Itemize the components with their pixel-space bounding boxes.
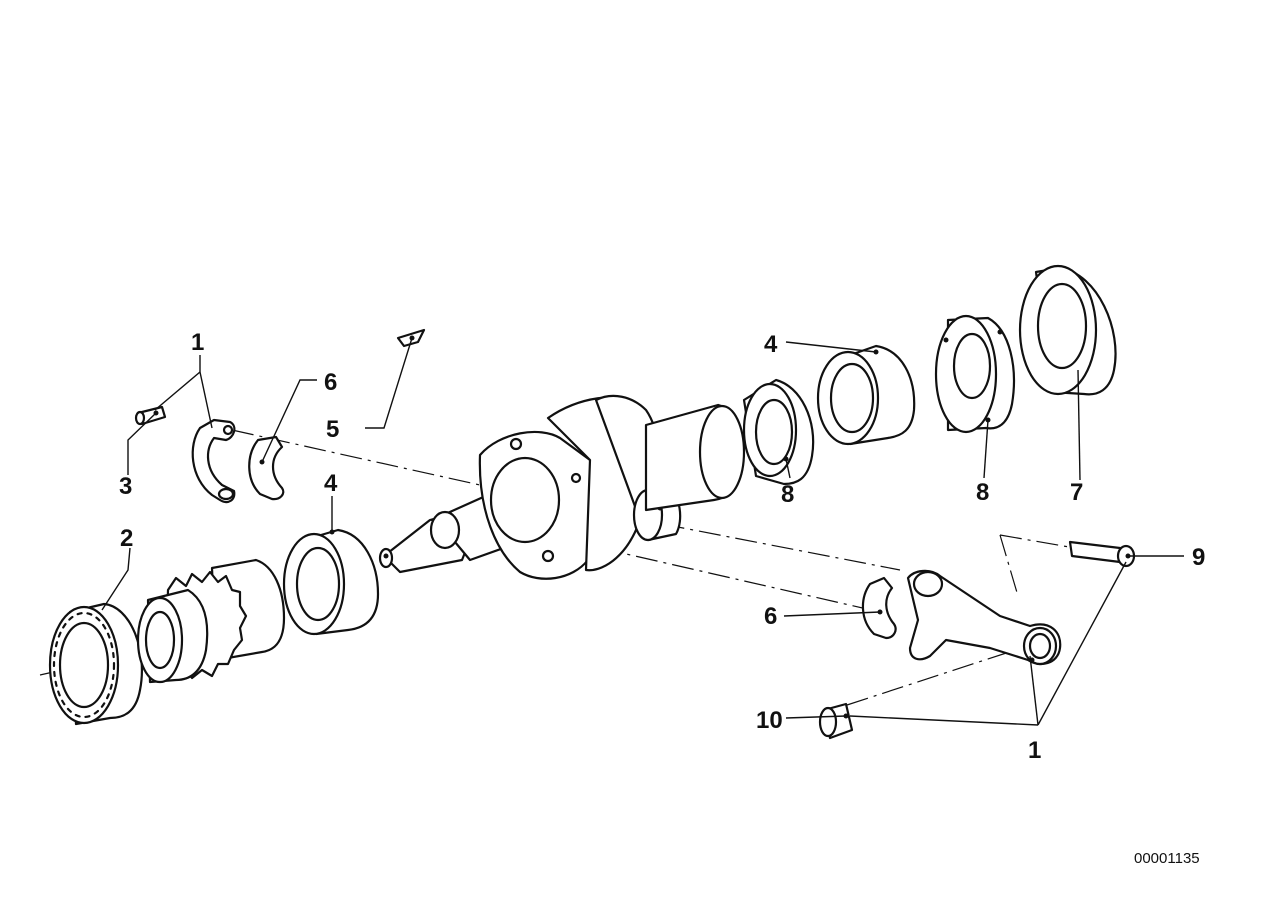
- callout-2: 2: [120, 525, 133, 552]
- callout-9: 9: [1192, 544, 1205, 571]
- callout-8-right: 8: [976, 479, 989, 506]
- part-1-connecting-rod: [906, 569, 1062, 666]
- part-10-nut: [818, 702, 854, 740]
- part-1-bearing-cap: [191, 418, 236, 504]
- part-7-shaft-seal: [1018, 264, 1117, 396]
- callout-1-lower: 1: [1028, 737, 1041, 764]
- callout-6-lower: 6: [764, 603, 777, 630]
- part-2-ball-bearing: [48, 602, 143, 726]
- callout-10: 10: [756, 707, 783, 734]
- callout-4-right: 4: [764, 331, 778, 358]
- leader-lines: [101, 337, 1184, 726]
- callout-7: 7: [1070, 479, 1083, 506]
- part-4-main-bearing-left: [282, 528, 380, 636]
- callout-6-upper: 6: [324, 369, 337, 396]
- part-8-thrust-washer-left: [742, 378, 815, 486]
- part-6-bearing-shell-lower: [861, 576, 897, 640]
- timing-sprocket: [136, 558, 286, 684]
- callout-3: 3: [119, 473, 132, 500]
- part-3-dowel-pin: [134, 405, 167, 426]
- callout-4-left: 4: [324, 470, 338, 497]
- part-5-woodruff-key: [396, 328, 426, 348]
- callout-1-upper: 1: [191, 329, 204, 356]
- crankshaft: [378, 394, 746, 580]
- callout-5: 5: [326, 416, 339, 443]
- part-6-bearing-shell-upper: [248, 435, 285, 501]
- callout-8-left: 8: [781, 481, 794, 508]
- callout-labels: 1 1 2 3 4 4 5 6 6 7 8 8 9 10 00001135: [119, 329, 1205, 867]
- part-4-main-bearing-right: [816, 344, 916, 446]
- part-9-rod-bolt: [1068, 540, 1136, 568]
- diagram-reference-number: 00001135: [1134, 850, 1200, 867]
- part-8-bearing-cover-right: [934, 314, 1015, 434]
